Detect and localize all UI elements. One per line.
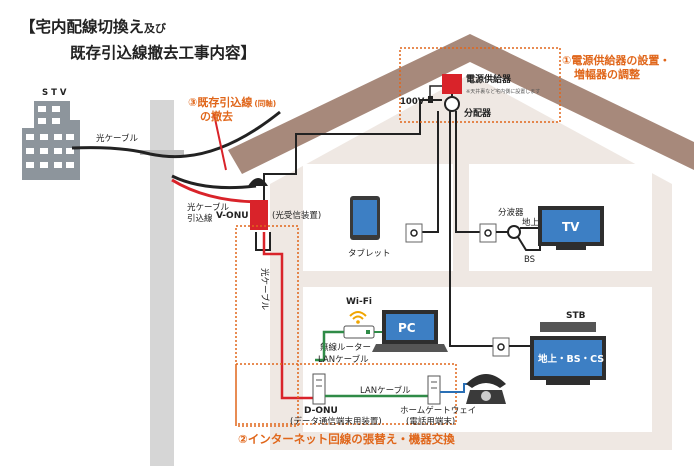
stb-device bbox=[540, 322, 596, 332]
splitter-device bbox=[507, 225, 521, 239]
callout-box-1 bbox=[399, 47, 561, 123]
stv-building bbox=[22, 101, 80, 180]
router-label: 無線ルーター bbox=[320, 342, 371, 353]
tablet-screen bbox=[353, 200, 377, 235]
hgw-device bbox=[427, 375, 441, 405]
fiber-dropin-label-1: 光ケーブル bbox=[187, 202, 229, 213]
coax-to-tablet-room-outlet bbox=[422, 111, 439, 233]
fiber-dropin-cable bbox=[171, 174, 257, 190]
outlet-jack-icon bbox=[484, 229, 492, 237]
power-cord bbox=[429, 85, 442, 98]
power-plug bbox=[428, 96, 433, 103]
router-port bbox=[366, 330, 370, 334]
wall-outlet-upper-left bbox=[405, 223, 423, 243]
donu-device bbox=[312, 373, 326, 405]
pc-screen bbox=[386, 314, 434, 340]
callout-3-line2: の撤去 bbox=[200, 109, 233, 123]
callout-1-line2: 増幅器の調整 bbox=[574, 67, 640, 81]
lan-cable-router bbox=[315, 330, 344, 362]
telephone-icon bbox=[466, 374, 506, 404]
old-coax-indicator bbox=[213, 113, 227, 171]
bs-label: BS bbox=[524, 255, 535, 265]
callout-2: ②インターネット回線の張替え・機器交換 bbox=[238, 432, 455, 446]
coax-to-stb-outlet bbox=[449, 111, 493, 347]
outlet-jack-icon bbox=[410, 229, 418, 237]
lan-cable-label-2: LANケーブル bbox=[360, 385, 411, 396]
distributor-device bbox=[444, 96, 460, 112]
power-supply-note: ※天井裏など宅内側に設置します bbox=[466, 88, 540, 95]
outlet-jack-icon bbox=[497, 343, 505, 351]
callout-1-line1: ①電源供給器の設置・ bbox=[562, 53, 670, 67]
stb-label: STB bbox=[566, 311, 586, 321]
wall-outlet-tv bbox=[479, 223, 497, 243]
tv-stand bbox=[556, 246, 586, 250]
callout-3-line1: ③既存引込線(同軸) bbox=[188, 95, 276, 109]
power-supply-device bbox=[442, 74, 462, 94]
utility-pole bbox=[150, 100, 174, 466]
vonu-device bbox=[250, 200, 268, 230]
ground-label: 地上 bbox=[522, 217, 540, 228]
stb-tv-stand bbox=[546, 380, 590, 385]
tablet-label: タブレット bbox=[348, 248, 391, 259]
tv-label: TV bbox=[562, 220, 580, 234]
vonu-desc: (光受信装置) bbox=[272, 210, 321, 221]
wifi-icon-dot bbox=[356, 320, 360, 324]
callout-box-2-horizontal bbox=[235, 363, 457, 425]
donu-desc: (データ通信端末用装置) bbox=[290, 416, 382, 427]
fiber-cable-aerial bbox=[71, 110, 281, 159]
coax-to-power-supply bbox=[263, 99, 442, 200]
lan-cable-label-1: LANケーブル bbox=[318, 354, 369, 365]
pole-crossarm bbox=[140, 150, 184, 155]
volt-label: 100V bbox=[400, 97, 425, 107]
stv-building-windows bbox=[26, 106, 74, 168]
hgw-label: ホームゲートウェイ bbox=[400, 405, 476, 416]
wall-outlet-stb bbox=[492, 337, 510, 357]
vonu-label: V-ONU bbox=[216, 211, 249, 221]
stb-tv-screen bbox=[534, 340, 602, 376]
pc-label: PC bbox=[398, 321, 416, 335]
house-roof bbox=[228, 34, 694, 174]
power-supply-label: 電源供給器 bbox=[466, 73, 512, 85]
fiber-dropin-label-2: 引込線 bbox=[187, 213, 213, 224]
distributor-label: 分配器 bbox=[464, 107, 492, 119]
wifi-label: Wi-Fi bbox=[346, 297, 372, 307]
fiber-vertical-label: 光ケーブル bbox=[259, 268, 270, 310]
splitter-label: 分波器 bbox=[498, 207, 524, 218]
fiber-cable-label: 光ケーブル bbox=[96, 133, 138, 144]
coax-to-tv-outlet bbox=[455, 111, 484, 233]
title-line2: 既存引込線撤去工事内容】 bbox=[70, 43, 256, 62]
coax-dropin-cable bbox=[171, 178, 263, 204]
stb-screen-label: 地上・BS・CS bbox=[538, 353, 604, 365]
tv-screen bbox=[542, 210, 600, 242]
wifi-icon bbox=[349, 311, 367, 320]
fiber-indoor-cable bbox=[262, 232, 313, 400]
hgw-desc: (電話用端末) bbox=[406, 416, 455, 427]
title-line1: 【宅内配線切換え及び bbox=[20, 17, 167, 36]
stv-label: S T V bbox=[42, 88, 67, 98]
donu-label: D-ONU bbox=[304, 406, 338, 416]
callout-box-2-vertical bbox=[235, 225, 299, 427]
pc-keyboard bbox=[372, 344, 448, 352]
